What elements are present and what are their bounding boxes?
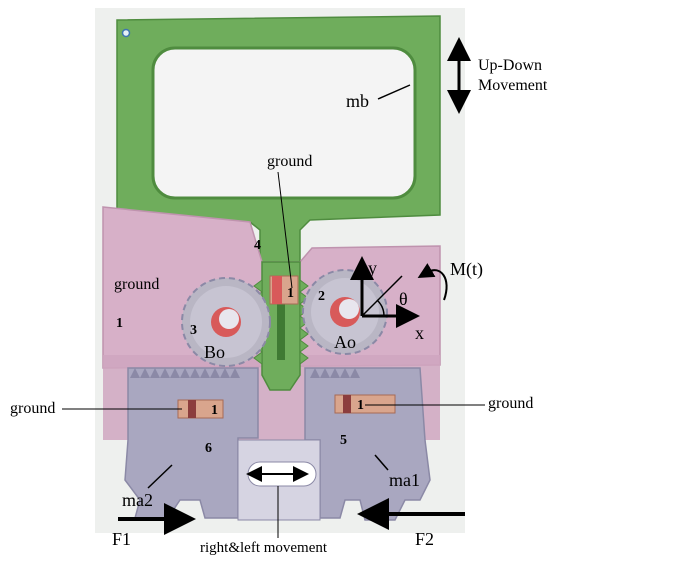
label-mb: mb bbox=[346, 91, 369, 111]
label-right-left-movement: right&left movement bbox=[200, 540, 328, 556]
label-arm-6: 6 bbox=[205, 441, 212, 456]
label-bo: Bo bbox=[204, 342, 225, 362]
leader-ma1 bbox=[374, 454, 389, 471]
label-ma2: ma2 bbox=[122, 490, 153, 510]
slider-slot bbox=[277, 300, 285, 360]
label-ground-top: ground bbox=[267, 153, 312, 170]
label-pin-left: 1 bbox=[211, 403, 218, 418]
frame-window bbox=[151, 46, 417, 200]
bottom-base bbox=[237, 439, 321, 521]
label-f1: F1 bbox=[112, 529, 131, 549]
leader-ma2 bbox=[147, 464, 173, 489]
label-updown-2: Movement bbox=[478, 77, 548, 94]
label-axis-y: y bbox=[368, 258, 377, 278]
leader-mb bbox=[377, 84, 411, 100]
label-ao: Ao bbox=[334, 332, 356, 352]
label-ground-left-lower: ground bbox=[10, 400, 55, 417]
arm-5-ma1 bbox=[304, 367, 431, 521]
pin-center bbox=[269, 275, 299, 305]
label-body-1: 1 bbox=[116, 316, 123, 331]
label-updown-1: Up-Down bbox=[478, 57, 542, 74]
label-pin-right: 1 bbox=[357, 398, 364, 413]
arm-6-ma2 bbox=[124, 367, 259, 519]
gear-3-bo bbox=[181, 277, 271, 367]
label-pin-center: 1 bbox=[287, 286, 294, 301]
coordinate-axes bbox=[350, 256, 420, 328]
label-axis-x: x bbox=[415, 323, 424, 343]
label-arm-5: 5 bbox=[340, 433, 347, 448]
leader-ground-top bbox=[277, 171, 293, 289]
label-gear-2: 2 bbox=[318, 289, 325, 304]
frame-corner-dot bbox=[121, 28, 131, 38]
label-f2: F2 bbox=[415, 529, 434, 549]
label-moment: M(t) bbox=[450, 259, 483, 280]
moment-arrow bbox=[417, 263, 448, 301]
label-ma1: ma1 bbox=[389, 470, 420, 490]
label-slider-4: 4 bbox=[254, 238, 261, 253]
label-gear-3: 3 bbox=[190, 323, 197, 338]
label-theta: θ bbox=[399, 289, 408, 309]
label-ground-left-upper: ground bbox=[114, 276, 159, 293]
label-ground-right: ground bbox=[488, 395, 533, 412]
pin-right bbox=[334, 394, 396, 414]
